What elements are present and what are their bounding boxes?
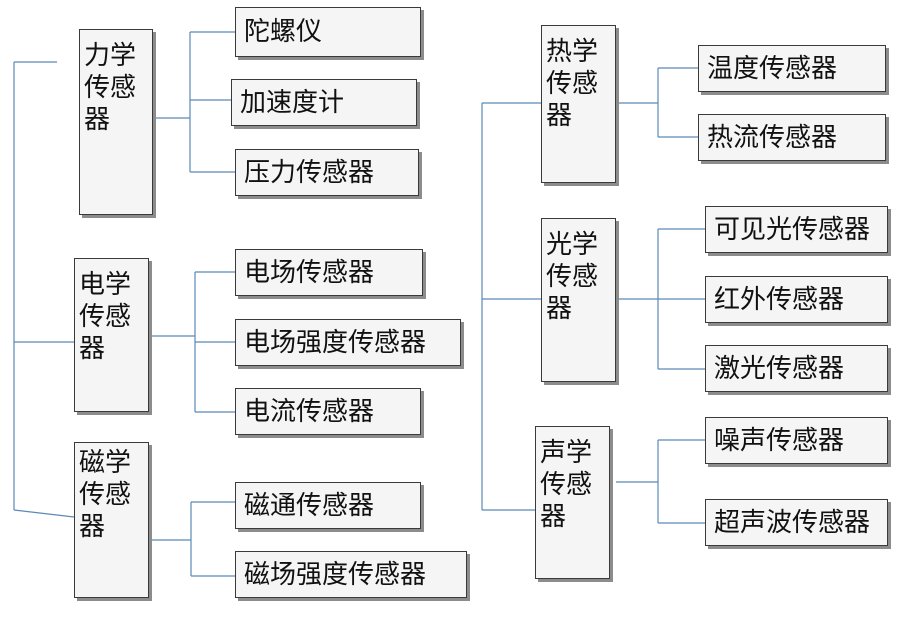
item-laser-sensor: 激光传感器 (705, 345, 888, 392)
item-current-sensor: 电流传感器 (235, 388, 421, 435)
item-pressure-sensor: 压力传感器 (235, 149, 419, 196)
category-acoustic: 声学传感器 (535, 426, 610, 579)
item-magnetic-field-strength-sensor: 磁场强度传感器 (235, 551, 467, 598)
item-electric-field-strength-sensor: 电场强度传感器 (235, 319, 461, 366)
item-gyroscope: 陀螺仪 (235, 7, 421, 57)
category-mechanical: 力学传感器 (79, 29, 153, 215)
category-optical: 光学传感器 (541, 218, 616, 382)
item-noise-sensor: 噪声传感器 (705, 417, 888, 464)
item-infrared-sensor: 红外传感器 (705, 276, 888, 323)
item-visible-light-sensor: 可见光传感器 (705, 206, 888, 253)
category-thermal: 热学传感器 (541, 25, 616, 183)
category-electrical: 电学传感器 (74, 258, 149, 412)
item-heat-flow-sensor: 热流传感器 (698, 114, 886, 161)
item-electric-field-sensor: 电场传感器 (235, 249, 423, 296)
category-magnetic: 磁学传感器 (74, 442, 149, 598)
item-ultrasonic-sensor: 超声波传感器 (705, 499, 888, 546)
item-accelerometer: 加速度计 (231, 79, 417, 126)
item-temperature-sensor: 温度传感器 (698, 45, 886, 92)
item-magnetic-flux-sensor: 磁通传感器 (235, 482, 421, 529)
